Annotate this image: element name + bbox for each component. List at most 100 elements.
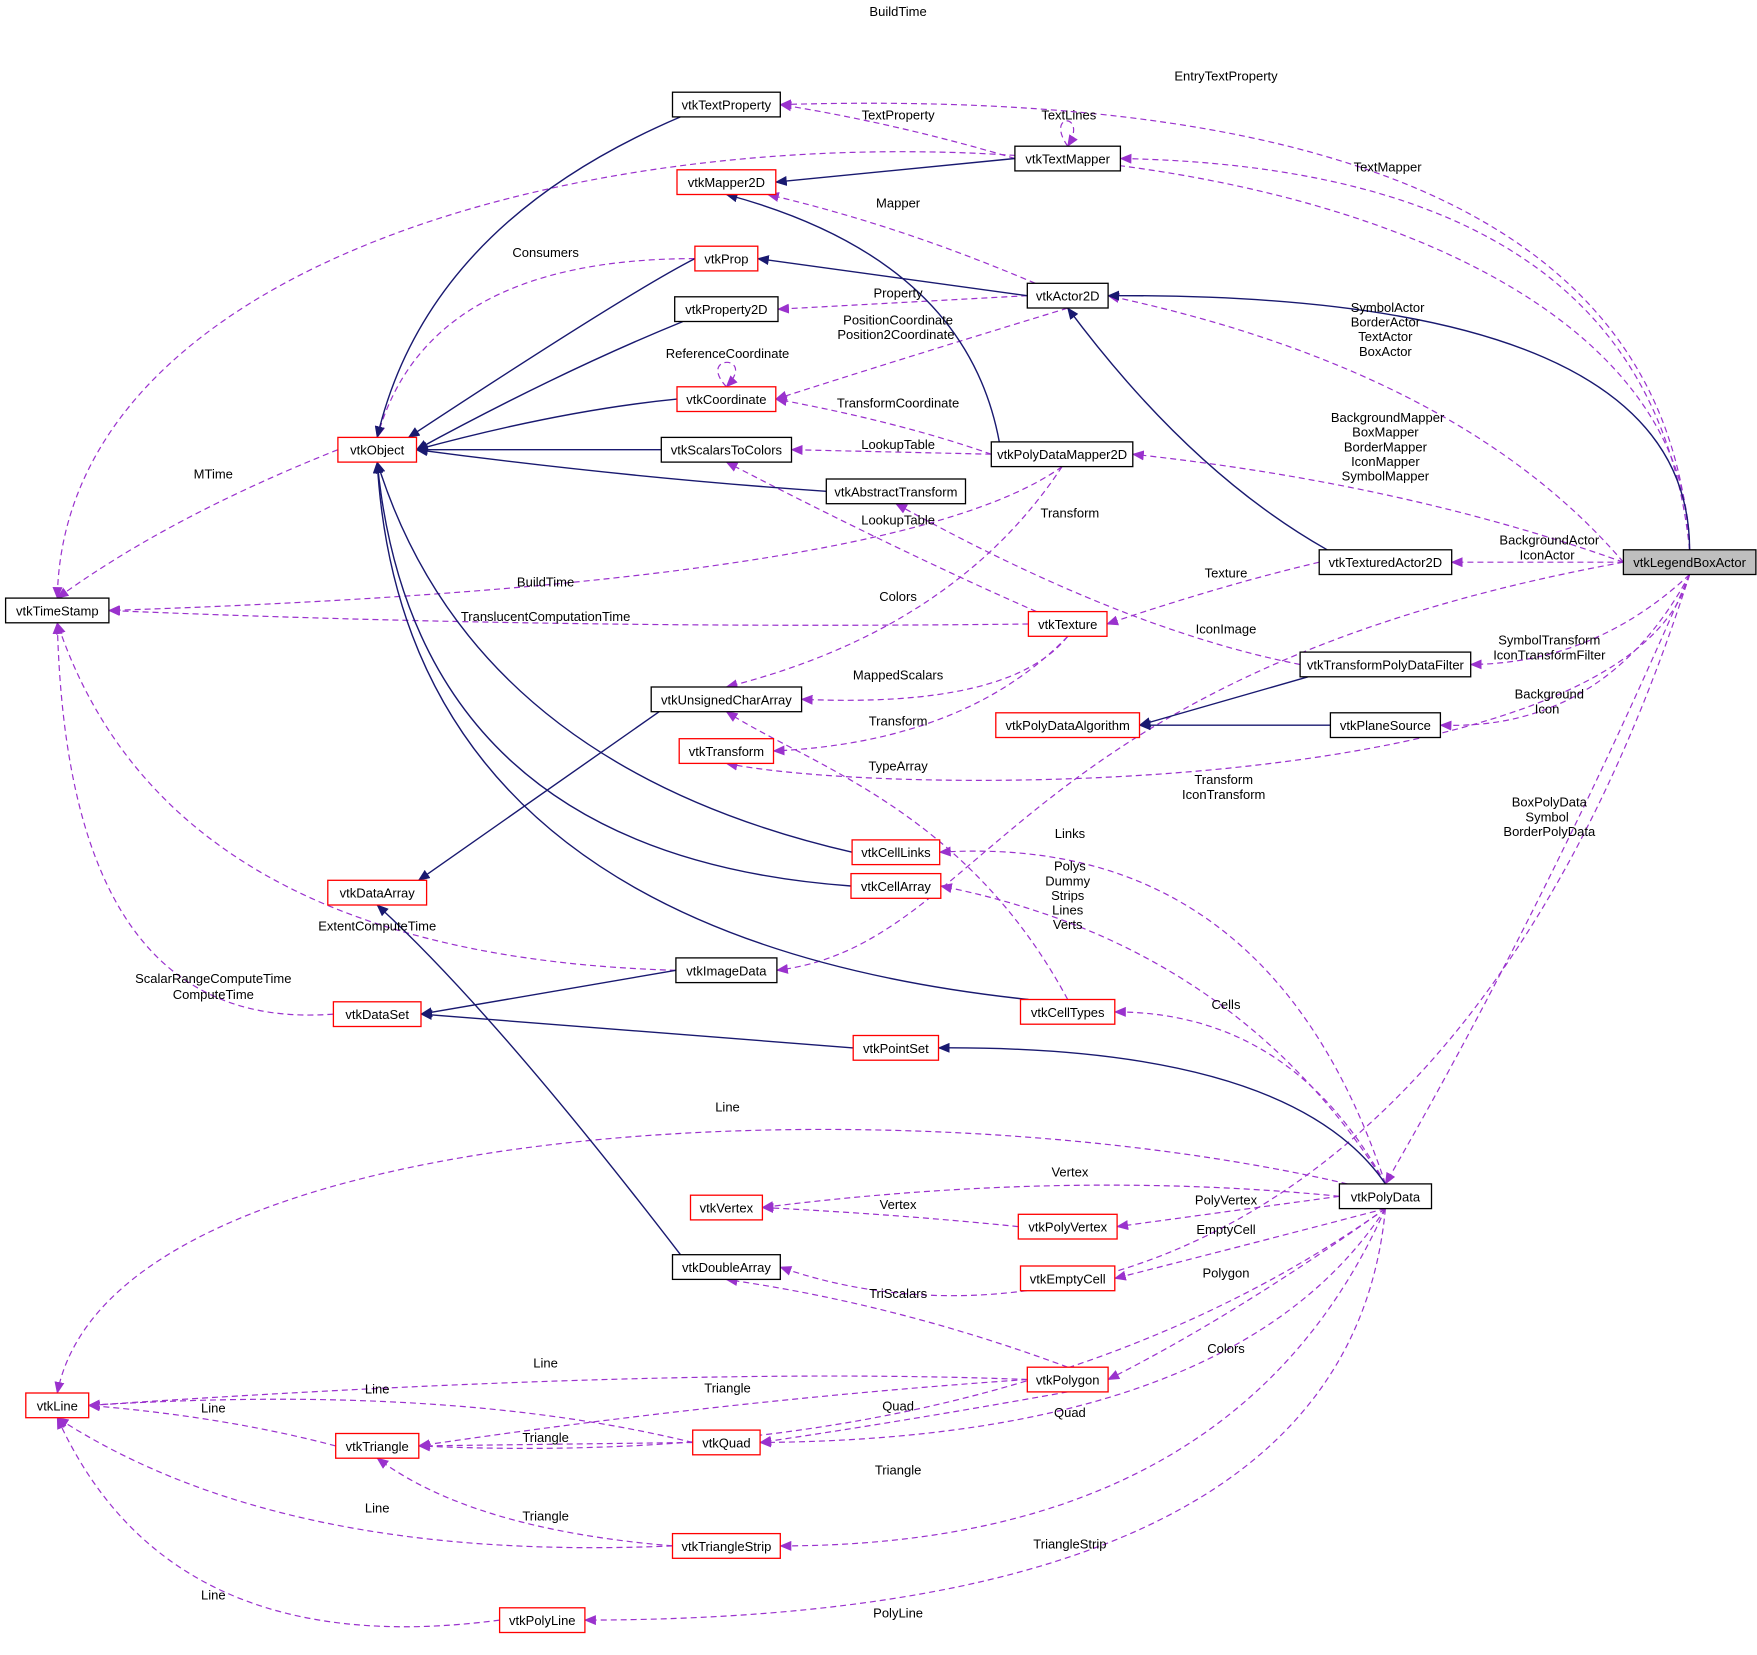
edge-label-property: Property xyxy=(874,285,924,300)
edge-label-text-property: TextProperty xyxy=(862,108,935,123)
class-node-box xyxy=(825,478,967,505)
edge-label-background-actor-2: IconActor xyxy=(1520,547,1576,562)
usage-edge-vtk-actor2-d-to-vtk-mapper2-d xyxy=(766,192,1036,284)
class-node-vtk-double-array[interactable]: vtkDoubleArray xyxy=(671,1254,781,1281)
class-node-label: vtkTexturedActor2D xyxy=(1329,555,1442,570)
edge-label-text-lines: TextLines xyxy=(1041,108,1096,123)
class-node-vtk-prop[interactable]: vtkProp xyxy=(694,245,759,272)
class-node-label: vtkProp xyxy=(704,252,748,267)
class-node-label: vtkUnsignedCharArray xyxy=(661,692,792,707)
class-node-vtk-textured-actor2-d[interactable]: vtkTexturedActor2D xyxy=(1318,549,1453,576)
class-node-label: vtkTexture xyxy=(1038,617,1097,632)
class-node-label: vtkDoubleArray xyxy=(682,1260,771,1275)
class-node-vtk-text-mapper[interactable]: vtkTextMapper xyxy=(1014,145,1122,172)
edge-label-icon-image: IconImage xyxy=(1196,622,1257,637)
edge-label-build-time-top: BuildTime xyxy=(869,4,926,19)
class-node-label: vtkCellLinks xyxy=(861,845,931,860)
usage-edge-vtk-poly-data-to-vtk-poly-vertex xyxy=(1116,1195,1340,1231)
class-node-vtk-cell-array[interactable]: vtkCellArray xyxy=(850,872,942,899)
class-node-vtk-text-property[interactable]: vtkTextProperty xyxy=(671,91,781,118)
class-node-vtk-mapper2-d[interactable]: vtkMapper2D xyxy=(676,169,777,196)
edge-label-actors-2: BorderActor xyxy=(1351,315,1421,330)
inheritance-edge-vtk-legend-box-actor-to-vtk-actor2-d xyxy=(1107,290,1691,550)
class-node-vtk-poly-data-mapper2-d[interactable]: vtkPolyDataMapper2D xyxy=(990,441,1134,468)
class-node-vtk-triangle[interactable]: vtkTriangle xyxy=(335,1432,420,1459)
class-node-vtk-abstract-transform[interactable]: vtkAbstractTransform xyxy=(825,478,967,505)
class-node-vtk-coordinate[interactable]: vtkCoordinate xyxy=(676,386,777,413)
usage-edge-vtk-poly-data-to-vtk-empty-cell xyxy=(1113,1208,1386,1281)
class-node-vtk-empty-cell[interactable]: vtkEmptyCell xyxy=(1019,1265,1116,1292)
class-node-vtk-transform[interactable]: vtkTransform xyxy=(678,738,775,765)
class-node-vtk-scalars-to-colors[interactable]: vtkScalarsToColors xyxy=(660,436,793,463)
edge-label-scalar-range-1: ScalarRangeComputeTime xyxy=(135,971,291,986)
edge-label-mapper: Mapper xyxy=(876,195,921,210)
edge-label-poly-line: PolyLine xyxy=(873,1605,923,1620)
edge-label-translucent: TranslucentComputationTime xyxy=(461,609,631,624)
class-node-vtk-object[interactable]: vtkObject xyxy=(337,436,418,463)
usage-edge-vtk-transform-poly-data-filter-to-vtk-abstract-transform xyxy=(895,503,1301,666)
edge-label-lookup-table-2: LookupTable xyxy=(861,512,935,527)
class-node-vtk-data-set[interactable]: vtkDataSet xyxy=(332,1001,422,1028)
class-node-vtk-plane-source[interactable]: vtkPlaneSource xyxy=(1329,712,1442,739)
class-node-vtk-poly-data-algorithm[interactable]: vtkPolyDataAlgorithm xyxy=(995,712,1141,739)
class-node-label: vtkPlaneSource xyxy=(1340,718,1431,733)
class-node-label: vtkDataSet xyxy=(345,1007,409,1022)
usage-edge-vtk-poly-data-to-vtk-line xyxy=(54,1128,1348,1394)
class-node-label: vtkPolyVertex xyxy=(1028,1220,1107,1235)
class-nodes: vtkLegendBoxActor vtkTextProperty vtkTextM… xyxy=(4,91,1757,1634)
class-node-vtk-unsigned-char-array[interactable]: vtkUnsignedCharArray xyxy=(650,686,803,713)
edge-label-transform-coordinate: TransformCoordinate xyxy=(837,396,959,411)
edge-label-triangle-polydata: Triangle xyxy=(875,1463,921,1478)
class-node-label: vtkMapper2D xyxy=(688,175,765,190)
class-node-vtk-property2-d[interactable]: vtkProperty2D xyxy=(674,296,779,323)
class-node-vtk-texture[interactable]: vtkTexture xyxy=(1027,610,1108,637)
class-node-label: vtkPolyData xyxy=(1351,1189,1421,1204)
class-node-box xyxy=(1027,610,1108,637)
inheritance-edge-vtk-cell-array-to-vtk-object xyxy=(373,461,852,887)
class-node-box xyxy=(671,91,781,118)
class-node-label: vtkImageData xyxy=(686,963,767,978)
class-node-vtk-cell-links[interactable]: vtkCellLinks xyxy=(851,839,941,866)
class-node-box xyxy=(1017,1213,1118,1240)
edge-label-mappers-1: BackgroundMapper xyxy=(1331,410,1445,425)
edge-label-cells: Cells xyxy=(1212,997,1241,1012)
edge-label-triangle-quad: Triangle xyxy=(522,1430,568,1445)
class-node-vtk-polygon[interactable]: vtkPolygon xyxy=(1026,1366,1109,1393)
usage-edge-vtk-data-set-to-vtk-time-stamp xyxy=(52,621,334,1016)
class-node-vtk-cell-types[interactable]: vtkCellTypes xyxy=(1019,998,1116,1025)
class-node-vtk-point-set[interactable]: vtkPointSet xyxy=(852,1034,940,1061)
class-node-vtk-line[interactable]: vtkLine xyxy=(25,1392,90,1419)
class-node-vtk-legend-box-actor[interactable]: vtkLegendBoxActor xyxy=(1622,549,1757,576)
class-node-box xyxy=(852,1034,940,1061)
class-node-vtk-transform-poly-data-filter[interactable]: vtkTransformPolyDataFilter xyxy=(1299,651,1472,678)
usage-edge-vtk-triangle-strip-to-vtk-line xyxy=(56,1417,673,1549)
inheritance-edge-vtk-transform-poly-data-filter-to-vtk-poly-data-algorithm xyxy=(1138,676,1309,727)
edge-label-empty-cell: EmptyCell xyxy=(1196,1222,1255,1237)
class-node-vtk-poly-data[interactable]: vtkPolyData xyxy=(1338,1183,1433,1210)
edge-label-line-quad: Line xyxy=(365,1382,390,1397)
class-node-box xyxy=(337,436,418,463)
class-node-vtk-actor2-d[interactable]: vtkActor2D xyxy=(1026,282,1109,309)
edge-label-polys-2: Dummy xyxy=(1045,873,1090,888)
class-node-box xyxy=(1622,549,1757,576)
edge-label-entry-text-property: EntryTextProperty xyxy=(1174,68,1278,83)
class-node-box xyxy=(676,169,777,196)
class-node-vtk-poly-vertex[interactable]: vtkPolyVertex xyxy=(1017,1213,1118,1240)
class-node-label: vtkPolyDataMapper2D xyxy=(997,447,1127,462)
class-node-box xyxy=(692,1429,761,1456)
class-node-vtk-poly-line[interactable]: vtkPolyLine xyxy=(498,1607,586,1634)
edge-label-colors-mid: Colors xyxy=(879,589,917,604)
edge-label-line-strip: Line xyxy=(365,1501,390,1516)
class-node-vtk-image-data[interactable]: vtkImageData xyxy=(675,957,778,984)
class-node-vtk-quad[interactable]: vtkQuad xyxy=(692,1429,761,1456)
inheritance-edge-vtk-text-property-to-vtk-object xyxy=(374,116,681,439)
edge-label-lookup-table-1: LookupTable xyxy=(861,437,935,452)
class-node-vtk-data-array[interactable]: vtkDataArray xyxy=(327,879,428,906)
class-node-vtk-time-stamp[interactable]: vtkTimeStamp xyxy=(4,597,110,624)
usage-edge-vtk-poly-data-mapper2-d-to-vtk-scalars-to-colors xyxy=(790,444,992,455)
edge-label-background-icon-1: Background xyxy=(1515,687,1584,702)
usage-edge-vtk-actor2-d-to-vtk-coordinate xyxy=(774,307,1068,401)
class-node-vtk-triangle-strip[interactable]: vtkTriangleStrip xyxy=(671,1532,781,1559)
edge-label-links: Links xyxy=(1055,826,1086,841)
class-node-vtk-vertex[interactable]: vtkVertex xyxy=(689,1194,764,1221)
